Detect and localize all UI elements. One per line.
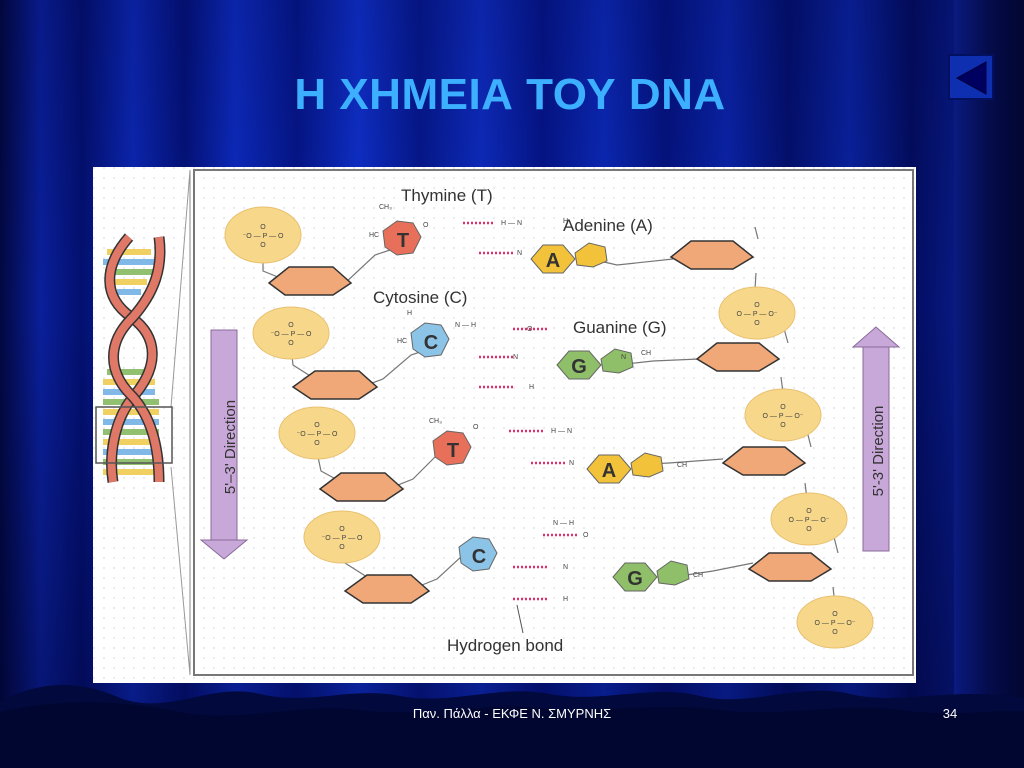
svg-text:H: H	[563, 218, 568, 225]
svg-text:O: O	[754, 302, 760, 309]
svg-text:N — H: N — H	[553, 520, 574, 527]
svg-text:O: O	[780, 404, 786, 411]
svg-text:O: O	[832, 611, 838, 618]
base-letter-a2: A	[602, 460, 616, 482]
base-letter-g2: G	[627, 568, 643, 590]
bottom-drape	[0, 684, 1024, 768]
svg-text:CH: CH	[677, 462, 687, 469]
svg-text:N: N	[569, 460, 574, 467]
svg-text:O: O	[832, 629, 838, 636]
label-cytosine: Cytosine (C)	[373, 288, 467, 307]
svg-text:O: O	[288, 340, 294, 347]
direction-arrow-left	[199, 329, 249, 560]
dna-diagram: 5'–3' Direction 5'-3' Direction	[93, 167, 916, 683]
svg-text:CH: CH	[693, 572, 703, 579]
svg-text:O — P — O⁻: O — P — O⁻	[815, 620, 856, 627]
svg-text:CH₃: CH₃	[379, 204, 392, 211]
page-number: 34	[942, 706, 958, 721]
svg-text:HC: HC	[369, 232, 379, 239]
svg-text:⁻O — P — O: ⁻O — P — O	[322, 535, 363, 542]
svg-text:O: O	[583, 532, 589, 539]
base-letter-c2: C	[472, 546, 486, 568]
base-cytosine-1	[410, 322, 450, 358]
base-letter-a1: A	[546, 250, 560, 272]
svg-text:H: H	[563, 596, 568, 603]
svg-text:⁻O — P — O: ⁻O — P — O	[297, 431, 338, 438]
sugar-rings	[267, 240, 833, 604]
svg-text:⁻O — P — O: ⁻O — P — O	[243, 233, 284, 240]
slide-title: Η ΧΗΜΕΙΑ ΤΟΥ DNA	[294, 70, 726, 119]
svg-text:N: N	[517, 250, 522, 257]
base-thymine-1	[382, 220, 422, 256]
svg-text:O — P — O⁻: O — P — O⁻	[763, 413, 804, 420]
svg-text:O — P — O⁻: O — P — O⁻	[737, 311, 778, 318]
svg-text:O: O	[339, 544, 345, 551]
svg-text:N: N	[513, 354, 518, 361]
svg-text:O: O	[527, 326, 533, 333]
svg-text:O: O	[806, 508, 812, 515]
right-drape	[954, 0, 1024, 768]
svg-text:H — N: H — N	[501, 220, 522, 227]
base-adenine-2	[586, 454, 632, 484]
phosphate-groups	[224, 206, 874, 649]
svg-text:O: O	[473, 424, 479, 431]
svg-text:H — N: H — N	[551, 428, 572, 435]
direction-label-left: 5'–3' Direction	[222, 400, 239, 494]
svg-text:⁻O — P — O: ⁻O — P — O	[271, 331, 312, 338]
base-letter-g1: G	[571, 356, 587, 378]
label-guanine: Guanine (G)	[573, 318, 667, 337]
diagram-frame	[193, 169, 914, 676]
svg-text:O — P — O⁻: O — P — O⁻	[789, 517, 830, 524]
svg-text:O: O	[260, 242, 266, 249]
svg-text:N — H: N — H	[455, 322, 476, 329]
dna-diagram-svg: 5'–3' Direction 5'-3' Direction	[93, 167, 916, 683]
footer-text: Παν. Πάλλα - ΕΚΦΕ Ν. ΣΜΥΡΝΗΣ	[412, 706, 612, 721]
label-hydrogen-bond: Hydrogen bond	[447, 636, 563, 655]
label-adenine: Adenine (A)	[563, 216, 653, 235]
svg-text:N: N	[621, 354, 626, 361]
svg-text:O: O	[260, 224, 266, 231]
base-guanine-1	[556, 350, 602, 380]
svg-text:O: O	[288, 322, 294, 329]
svg-text:O: O	[314, 422, 320, 429]
svg-text:N: N	[563, 564, 568, 571]
back-button[interactable]	[948, 54, 994, 100]
direction-arrow-right	[851, 326, 901, 552]
svg-text:O: O	[780, 422, 786, 429]
base-letter-t1: T	[397, 230, 409, 252]
direction-label-right: 5'-3' Direction	[870, 406, 887, 497]
hydrogen-bonds	[463, 221, 579, 601]
svg-text:O: O	[423, 222, 429, 229]
svg-text:O: O	[754, 320, 760, 327]
svg-text:O: O	[314, 440, 320, 447]
svg-text:CH: CH	[641, 350, 651, 357]
svg-text:HC: HC	[397, 338, 407, 345]
svg-text:O: O	[806, 526, 812, 533]
base-thymine-2	[432, 430, 472, 466]
triangle-left-icon	[955, 61, 987, 95]
label-thymine: Thymine (T)	[401, 186, 493, 205]
base-letter-t2: T	[447, 440, 459, 462]
base-adenine-1	[530, 244, 576, 274]
base-cytosine-2	[458, 536, 498, 572]
hydrogen-bond-pointer	[516, 604, 524, 634]
svg-text:H: H	[407, 310, 412, 317]
svg-text:CH₃: CH₃	[429, 418, 442, 425]
svg-text:O: O	[339, 526, 345, 533]
base-guanine-2	[612, 562, 658, 592]
base-letter-c1: C	[424, 332, 438, 354]
double-helix-icon	[95, 233, 173, 483]
svg-text:H: H	[529, 384, 534, 391]
